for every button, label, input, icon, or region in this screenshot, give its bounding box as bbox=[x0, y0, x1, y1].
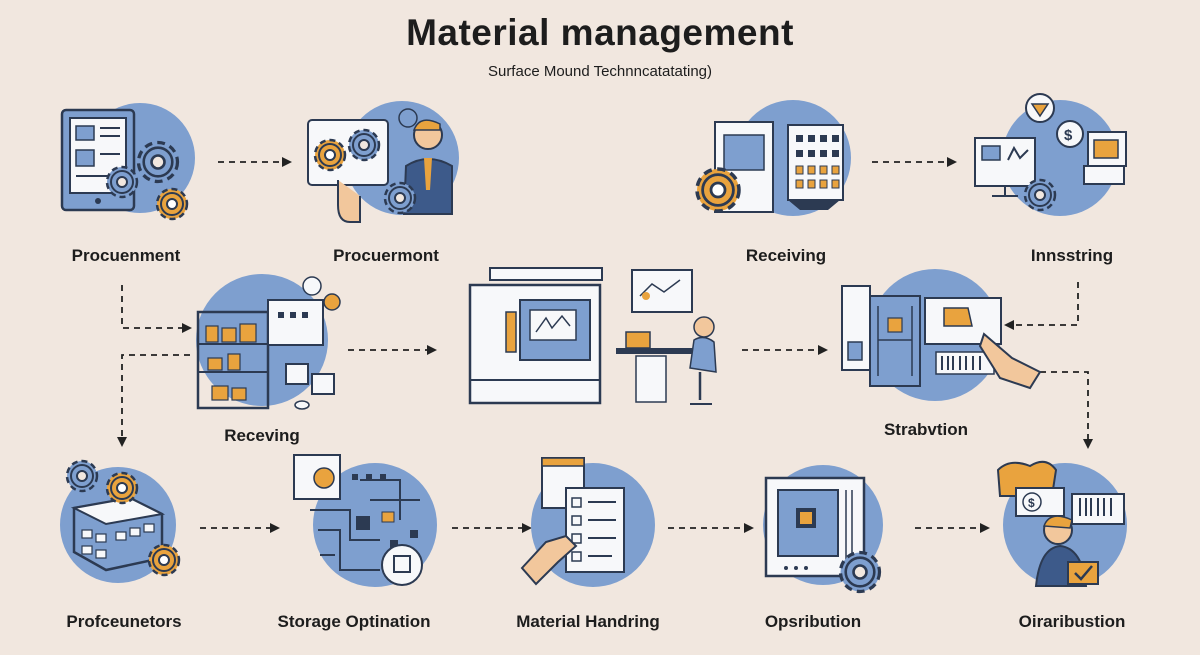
node-label-n11: Opsribution bbox=[764, 612, 862, 631]
node-label-n8: Profceunetors bbox=[66, 612, 182, 631]
diagram-title: Material management bbox=[406, 12, 794, 53]
arrow-n1-n5 bbox=[121, 285, 192, 333]
arrow-n7-n12 bbox=[1040, 371, 1093, 449]
checklist-hand-icon bbox=[520, 457, 655, 587]
circuit-board-icon bbox=[293, 454, 437, 587]
svg-text:$: $ bbox=[1028, 496, 1035, 510]
barcode-scan-station-icon bbox=[841, 269, 1042, 401]
arrow-n4-n7 bbox=[1004, 282, 1079, 330]
arrow-n5-n8 bbox=[117, 354, 190, 447]
smt-machine-operator-icon bbox=[468, 267, 717, 405]
distribution-person-icon: $ bbox=[996, 460, 1127, 587]
component-rack-icon bbox=[695, 100, 851, 216]
node-label-n12: Oiraribustion bbox=[1018, 612, 1126, 631]
processor-gears-icon bbox=[60, 459, 181, 583]
tablet-gears-icon bbox=[60, 103, 195, 221]
node-label-n10: Material Handring bbox=[516, 612, 660, 631]
businessman-gears-icon bbox=[307, 101, 459, 223]
node-label-n7: Strabvtion bbox=[883, 420, 969, 439]
node-label-n3: Receiving bbox=[745, 246, 827, 265]
connectors bbox=[117, 157, 1093, 533]
storage-shelves-icon bbox=[196, 274, 341, 410]
node-label-n5: Receving bbox=[224, 426, 300, 445]
pcb-gear-icon bbox=[763, 465, 883, 594]
node-label-n4: Innsstring bbox=[1030, 246, 1114, 265]
svg-text:$: $ bbox=[1064, 127, 1073, 144]
node-label-n9: Storage Optination bbox=[277, 612, 431, 631]
node-label-n2: Procuermont bbox=[333, 246, 439, 265]
computer-finance-icon: $ bbox=[974, 93, 1127, 216]
node-label-n1: Procuenment bbox=[71, 246, 181, 265]
diagram-subtitle: Surface Mound Technncatatating) bbox=[487, 63, 713, 80]
